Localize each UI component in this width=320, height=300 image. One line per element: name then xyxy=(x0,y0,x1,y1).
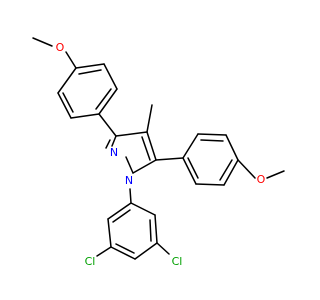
structure-canvas: O O N N Cl Cl xyxy=(32,37,285,268)
atom-cl-right: Cl xyxy=(172,255,183,268)
bond-ring-o-right xyxy=(237,159,256,179)
top-phenyl-ring xyxy=(57,63,118,119)
atom-o-right: O xyxy=(257,173,266,186)
bond-methyl-o-top xyxy=(32,37,53,47)
atom-n-1: N xyxy=(125,174,133,187)
pyrazole-ring xyxy=(105,131,157,174)
atom-n-2: N xyxy=(110,146,118,159)
dichlorophenyl-ring xyxy=(107,202,158,260)
molecule-structure: O O N N Cl Cl xyxy=(32,37,285,268)
bond-cl-left xyxy=(96,246,112,257)
bond-c5-ring xyxy=(155,157,184,161)
bond-layer xyxy=(32,37,285,260)
bond-ring-c3 xyxy=(98,113,117,137)
bond-o-methyl-right xyxy=(266,170,285,179)
bond-cl-right xyxy=(156,242,170,255)
atom-o-top: O xyxy=(56,41,65,54)
right-phenyl-ring xyxy=(182,133,239,186)
atom-label-layer: O O N N Cl Cl xyxy=(56,41,266,268)
bond-methyl-c4 xyxy=(146,104,153,133)
bond-o-ring-top xyxy=(65,51,77,69)
bond-n1-ring xyxy=(129,188,132,204)
atom-cl-left: Cl xyxy=(85,255,96,268)
